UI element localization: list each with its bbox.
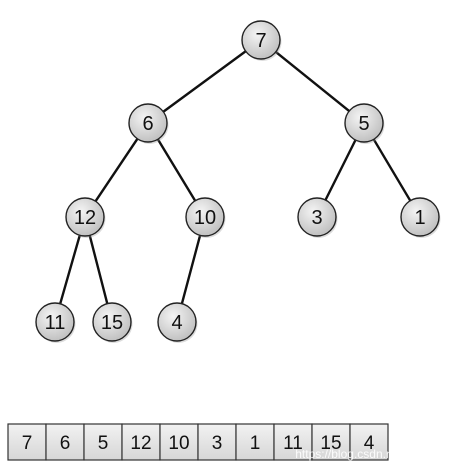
array-cell: 1 — [235, 423, 275, 461]
tree-node-circle — [297, 197, 337, 237]
tree-node-label: 4 — [171, 312, 182, 334]
tree-node: 4 — [157, 302, 198, 343]
tree-node-circle — [157, 302, 197, 342]
tree-edge-n0-n2 — [274, 50, 351, 113]
array-cell-box — [235, 423, 275, 461]
tree-node-label: 3 — [311, 207, 322, 229]
tree-node-circle — [92, 302, 132, 342]
tree-node-circle — [241, 20, 281, 60]
array-cell: 15 — [311, 423, 351, 461]
array-cell-label: 10 — [168, 433, 189, 454]
tree-node-circle — [185, 197, 225, 237]
array-cell: 6 — [45, 423, 85, 461]
tree-edges — [59, 50, 412, 305]
array-cell-label: 7 — [22, 433, 33, 454]
tree-node: 5 — [344, 103, 385, 144]
tree-edge-n3-n7 — [59, 234, 81, 305]
array-cell-box — [311, 423, 351, 461]
tree-node: 11 — [35, 302, 76, 343]
array-cell-label: 15 — [320, 433, 341, 454]
tree-edge-n3-n8 — [88, 234, 109, 305]
tree-edge-n4-n9 — [180, 234, 202, 305]
array-cell-label: 12 — [130, 433, 151, 454]
array-cell: 11 — [273, 423, 313, 461]
tree-node: 1 — [400, 197, 441, 238]
tree-node-label: 10 — [194, 207, 216, 229]
tree-node-label: 5 — [358, 113, 369, 135]
tree-node-circle — [65, 197, 105, 237]
tree-node: 15 — [92, 302, 133, 343]
array-cell-box — [7, 423, 47, 461]
array-cell-label: 3 — [212, 433, 223, 454]
tree-edge-n1-n4 — [156, 138, 197, 202]
tree-node-circle — [35, 302, 75, 342]
tree-node-circle — [400, 197, 440, 237]
tree-node: 10 — [185, 197, 226, 238]
tree-node-circle — [344, 103, 384, 143]
tree-node: 7 — [241, 20, 282, 61]
array-cell-box — [83, 423, 123, 461]
tree-edge-n2-n5 — [324, 138, 357, 202]
array-cell-label: 6 — [60, 433, 71, 454]
tree-node-circle — [128, 103, 168, 143]
array-cell: 5 — [83, 423, 123, 461]
tree-edge-n0-n1 — [162, 50, 247, 113]
tree-node: 3 — [297, 197, 338, 238]
tree-edge-n2-n6 — [372, 138, 412, 202]
array-cell: 4 — [349, 423, 389, 461]
array-cell-box — [349, 423, 389, 461]
tree-node-label: 12 — [74, 207, 96, 229]
array-cell-label: 4 — [364, 433, 375, 454]
tree-node-label: 15 — [101, 312, 123, 334]
array-cell-box — [197, 423, 237, 461]
array-cell: 3 — [197, 423, 237, 461]
array-cell-box — [273, 423, 313, 461]
array-cell-label: 5 — [98, 433, 109, 454]
tree-edge-n1-n3 — [94, 137, 139, 203]
array-cell: 12 — [121, 423, 161, 461]
array-cell-label: 1 — [250, 433, 261, 454]
tree-node-label: 7 — [255, 30, 266, 52]
tree-node-label: 1 — [414, 207, 425, 229]
array-cell-label: 11 — [283, 433, 303, 454]
tree-node: 12 — [65, 197, 106, 238]
tree-node-label: 11 — [45, 312, 66, 334]
tree-node-label: 6 — [142, 113, 153, 135]
array-cell: 10 — [159, 423, 199, 461]
array-cell: 7 — [7, 423, 47, 461]
tree-node: 6 — [128, 103, 169, 144]
array-cell-box — [45, 423, 85, 461]
watermark-text: https://blog.csdn.net/Seky_fei — [295, 447, 452, 461]
